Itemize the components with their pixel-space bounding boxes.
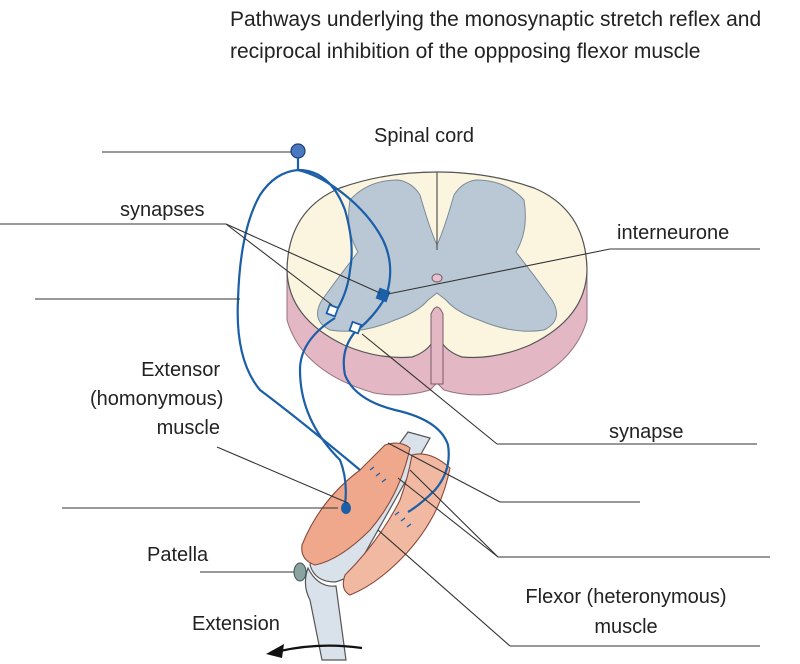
leader-synapse-a [361, 333, 498, 445]
leader-spindle-3 [397, 477, 499, 558]
central-canal [431, 273, 443, 283]
label-patella: Patella [147, 544, 209, 566]
grey-matter [317, 179, 557, 332]
spinal-cord [286, 171, 588, 396]
tibia-bone [304, 566, 347, 661]
leader-lines [0, 151, 770, 647]
leader-synapses-1 [225, 223, 333, 306]
extensor-spindle-icon [369, 466, 387, 483]
label-extensor: Extensor (homonymous) muscle [90, 359, 224, 439]
extension-arrow [279, 644, 363, 653]
neural-pathways [236, 168, 450, 513]
label-synapse: synapse [609, 421, 684, 443]
leader-spindle-2 [409, 469, 499, 558]
dorsal-root-ganglion [290, 143, 306, 159]
label-flexor: Flexor (heteronymous) muscle [525, 586, 727, 638]
sensory-afferent [236, 168, 361, 471]
label-extension: Extension [192, 613, 280, 635]
label-spinal-cord: Spinal cord [374, 125, 475, 147]
synapse-symbol-2 [348, 320, 363, 335]
afferent-branch [297, 168, 392, 294]
extensor-endplate [341, 502, 351, 514]
extension-arrowhead-icon [266, 644, 284, 658]
leader-flexor [377, 529, 511, 647]
patella-bone [293, 562, 307, 582]
ventral-fissure [430, 306, 444, 385]
synapse-symbol-1 [325, 303, 340, 318]
leader-spindle-1 [387, 442, 501, 503]
flexor-muscle-shape [342, 453, 451, 596]
interneurone-symbol [375, 287, 391, 303]
leg [293, 431, 451, 661]
flexor-spindle-icon [394, 511, 412, 528]
label-synapses: synapses [120, 199, 205, 221]
leader-synapses-2 [225, 223, 381, 294]
leader-interneurone [387, 248, 611, 295]
diagram-title: Pathways underlying the monosynaptic str… [230, 8, 762, 63]
flexor-motor-neuron [342, 331, 450, 513]
label-interneurone: interneurone [617, 222, 730, 244]
leader-extensor [216, 446, 349, 504]
extensor-motor-neuron [298, 317, 347, 506]
